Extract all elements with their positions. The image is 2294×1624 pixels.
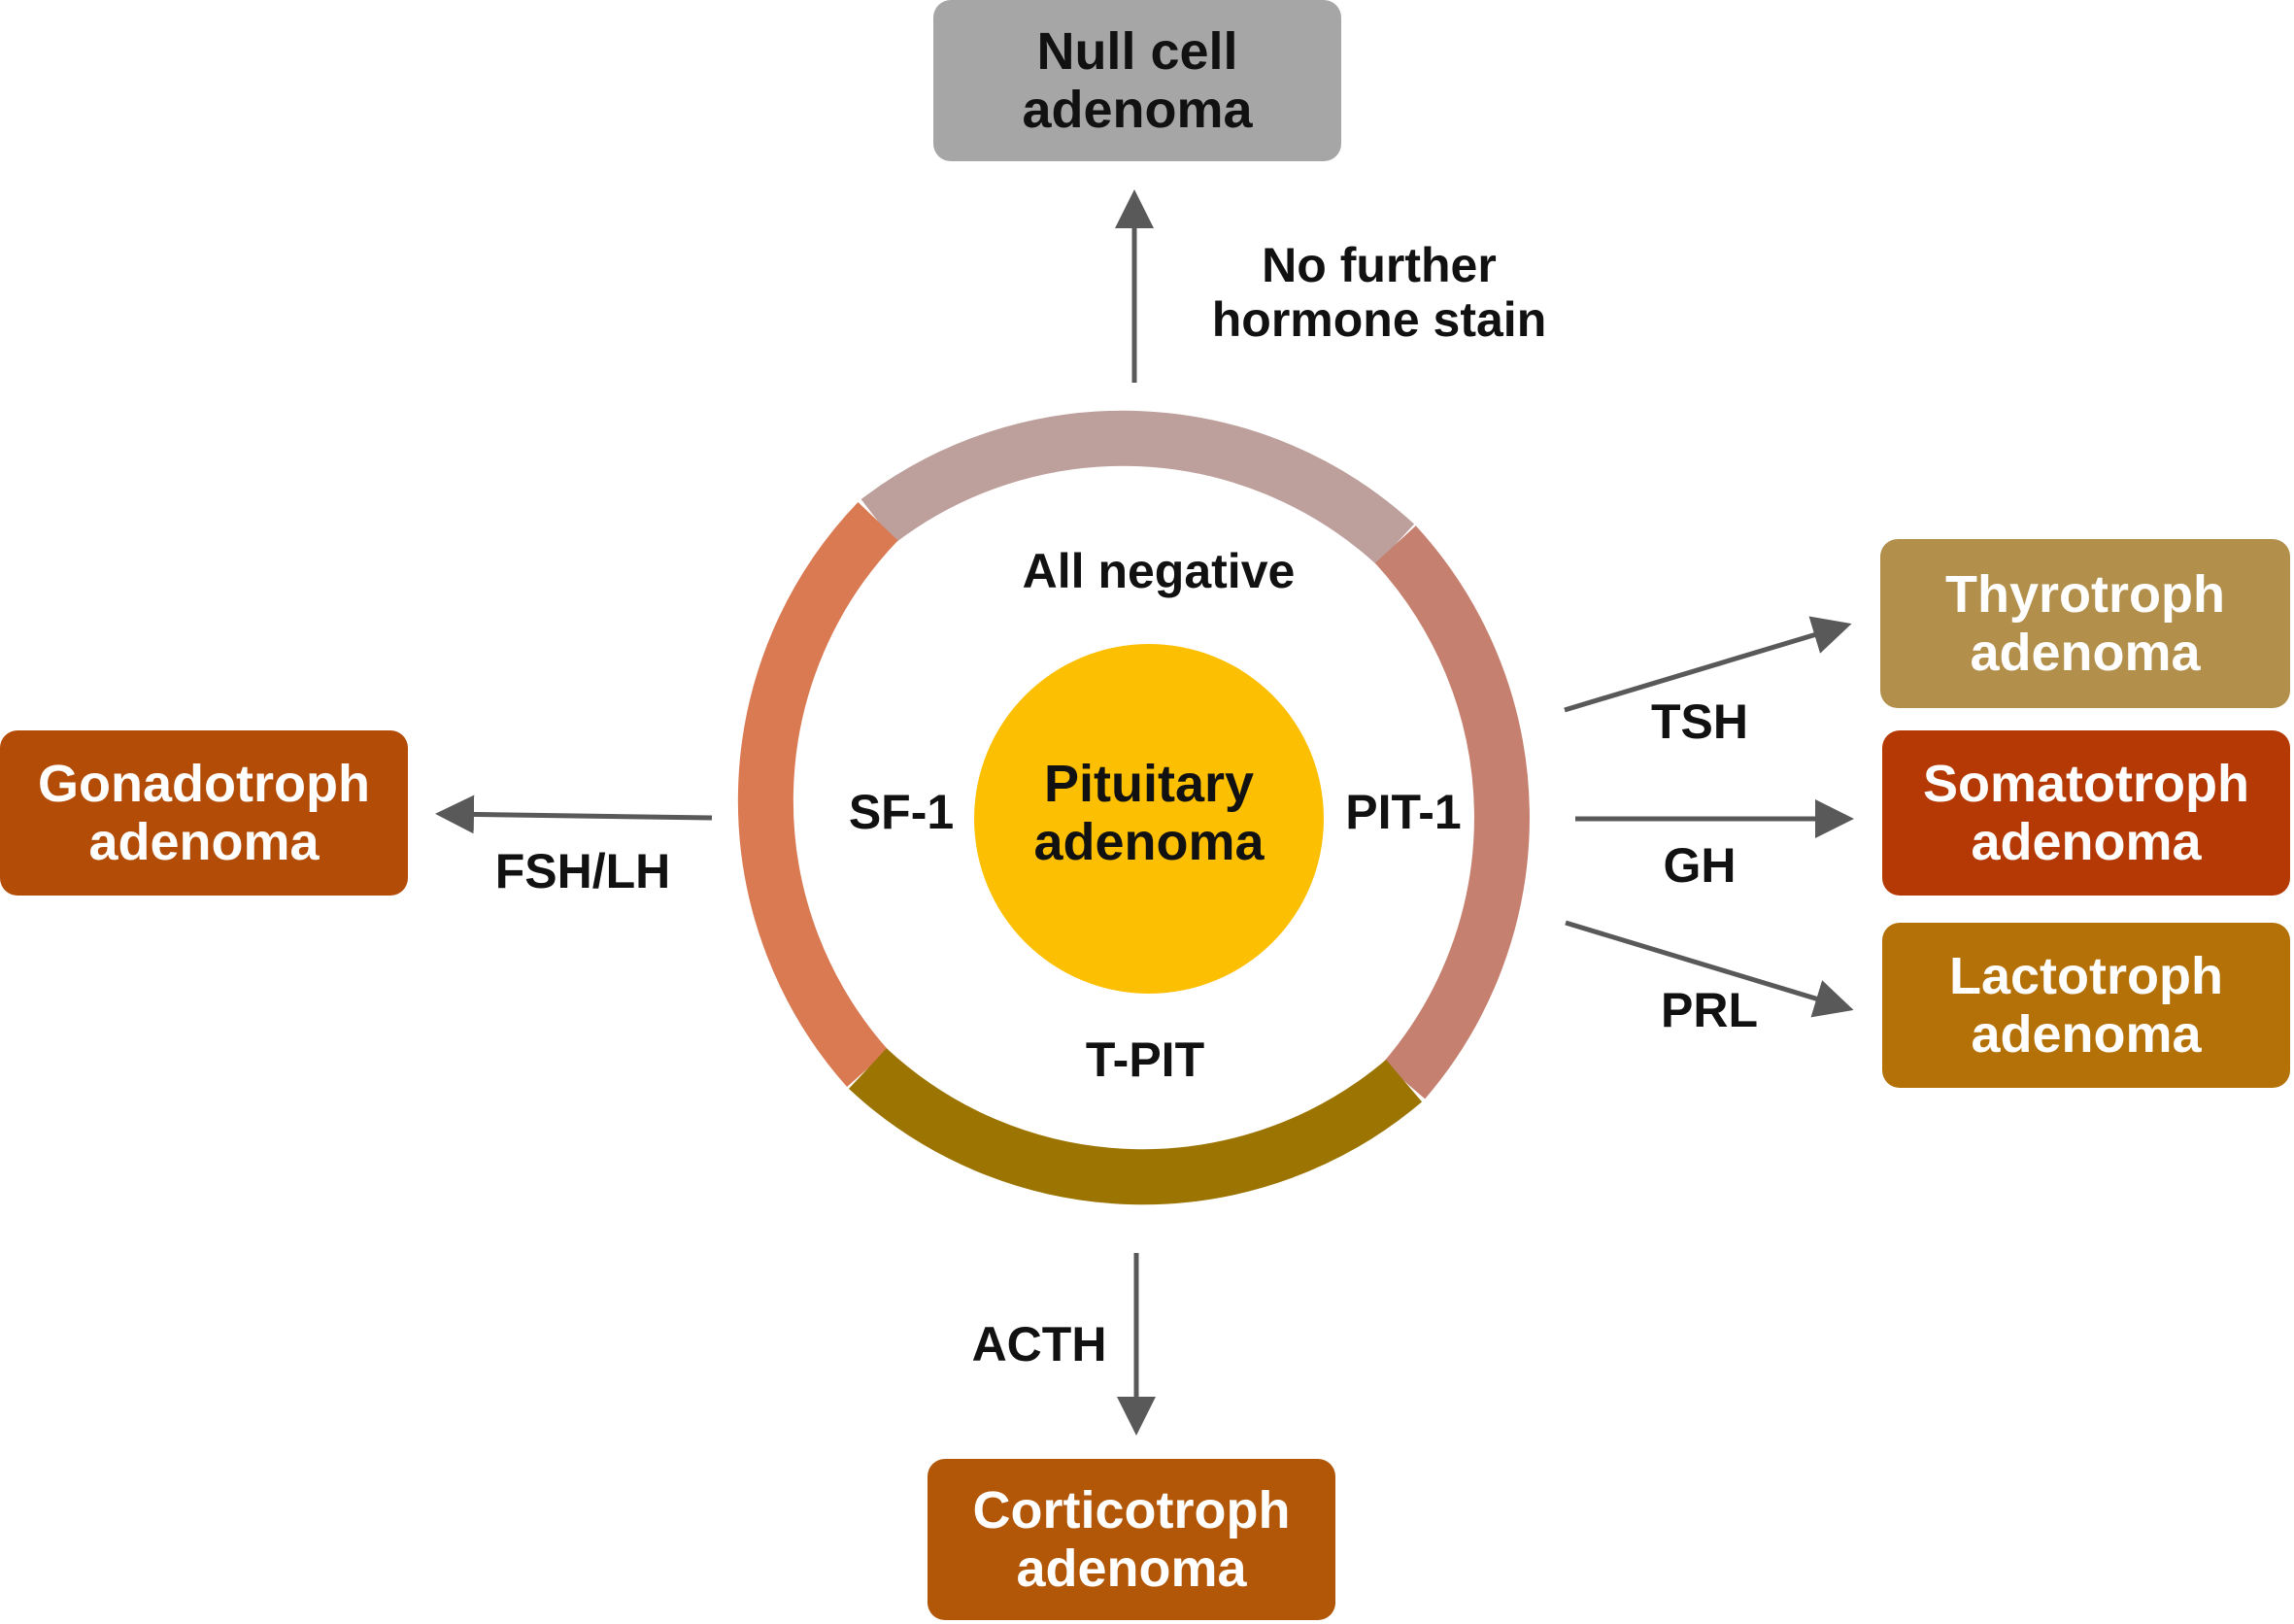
ring-label-pit1: PIT-1 <box>1345 785 1462 839</box>
corticotroph-adenoma-box: Corticotroph adenoma <box>928 1459 1335 1620</box>
thyrotroph-line2: adenoma <box>1970 624 2201 682</box>
arrow-to-thyrotroph <box>1564 616 1852 713</box>
edge-label-prl: PRL <box>1661 983 1758 1037</box>
gonadotroph-line2: adenoma <box>88 813 320 871</box>
arrow-to-lactotroph <box>1565 920 1854 1018</box>
ring-segment-tpit <box>848 1048 1423 1205</box>
thyrotroph-adenoma-box: Thyrotroph adenoma <box>1880 539 2290 708</box>
corticotroph-line2: adenoma <box>1016 1539 1247 1598</box>
thyrotroph-line1: Thyrotroph <box>1945 564 2225 624</box>
null-cell-adenoma-box: Null cell adenoma <box>933 0 1341 161</box>
somatotroph-adenoma-box: Somatotroph adenoma <box>1882 730 2290 896</box>
center-label-line2: adenoma <box>1033 813 1265 872</box>
ring-label-all-negative: All negative <box>1022 544 1296 598</box>
ring-label-sf1: SF-1 <box>848 785 955 839</box>
lactotroph-line2: adenoma <box>1971 1005 2202 1064</box>
ring-label-tpit: T-PIT <box>1085 1032 1205 1087</box>
arrow-to-gonadotroph <box>435 795 713 834</box>
center-label: Pituitary adenoma <box>1003 755 1295 872</box>
edge-label-no-further-stain-line2: hormone stain <box>1211 292 1547 347</box>
ring-segment-pit1 <box>1374 525 1530 1100</box>
edge-label-acth: ACTH <box>971 1317 1107 1371</box>
ring-segment-sf1 <box>737 501 898 1088</box>
corticotroph-line1: Corticotroph <box>972 1480 1291 1539</box>
lactotroph-adenoma-box: Lactotroph adenoma <box>1882 923 2290 1088</box>
edge-label-tsh: TSH <box>1651 694 1748 749</box>
gonadotroph-adenoma-box: Gonadotroph adenoma <box>0 730 408 896</box>
center-circle <box>974 644 1324 994</box>
edge-label-gh: GH <box>1663 838 1737 893</box>
edge-label-no-further-stain-line1: No further <box>1262 238 1497 292</box>
lactotroph-line1: Lactotroph <box>1949 946 2223 1005</box>
null-cell-line2: adenoma <box>1022 81 1253 139</box>
ring-segment-all-negative <box>860 410 1415 565</box>
gonadotroph-line1: Gonadotroph <box>38 754 370 813</box>
edge-label-fsh-lh: FSH/LH <box>494 844 671 898</box>
somatotroph-line1: Somatotroph <box>1923 754 2249 813</box>
center-label-line1: Pituitary <box>1043 755 1255 813</box>
null-cell-line1: Null cell <box>1036 21 1238 81</box>
somatotroph-line2: adenoma <box>1971 813 2202 871</box>
edge-label-no-further-stain: No further hormone stain <box>1136 238 1622 347</box>
